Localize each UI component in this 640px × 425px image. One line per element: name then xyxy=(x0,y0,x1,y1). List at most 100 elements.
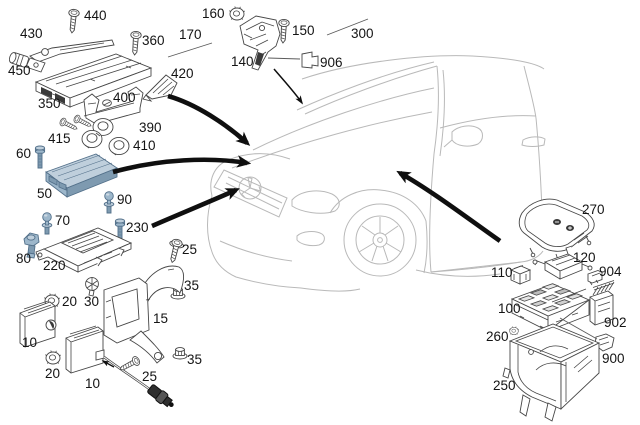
callout-150[interactable]: 150 xyxy=(292,23,315,38)
leader-170 xyxy=(167,42,213,58)
callout-420[interactable]: 420 xyxy=(171,66,194,81)
screw-440-icon xyxy=(66,8,80,34)
clip-900-icon xyxy=(594,333,615,352)
callout-904[interactable]: 904 xyxy=(599,264,622,279)
nut-20b-icon xyxy=(44,350,62,365)
callout-80[interactable]: 80 xyxy=(16,251,32,266)
screw-360-icon xyxy=(128,30,142,56)
car-door-window xyxy=(439,65,537,129)
bolt-60-icon xyxy=(34,145,46,169)
lever-430-icon xyxy=(25,39,115,73)
nut-260-icon xyxy=(508,326,520,335)
callout-450[interactable]: 450 xyxy=(8,63,31,78)
pointer-arrows xyxy=(101,68,502,368)
callout-230[interactable]: 230 xyxy=(126,220,149,235)
car-hood-lines xyxy=(231,87,435,169)
leader-lines xyxy=(167,18,598,340)
hood-latch-140-icon xyxy=(239,15,281,71)
leader-906 xyxy=(267,57,301,60)
car-door-handle xyxy=(521,136,546,147)
callout-415[interactable]: 415 xyxy=(48,131,71,146)
callout-906[interactable]: 906 xyxy=(320,55,343,70)
car-grille xyxy=(213,169,288,218)
part-illustrations xyxy=(8,6,615,422)
callout-360[interactable]: 360 xyxy=(142,33,165,48)
cover-270-icon xyxy=(518,198,595,264)
callout-25b[interactable]: 25 xyxy=(142,369,158,384)
tray-250-icon xyxy=(502,323,601,422)
bushings-410-icon xyxy=(81,118,130,156)
callout-260[interactable]: 260 xyxy=(486,329,509,344)
nut-35b-icon xyxy=(172,347,188,360)
callout-440[interactable]: 440 xyxy=(84,8,107,23)
callout-900[interactable]: 900 xyxy=(602,351,625,366)
callout-390[interactable]: 390 xyxy=(139,120,162,135)
screw-25a-icon xyxy=(166,237,184,265)
car-front-wheel xyxy=(343,203,417,277)
callout-140[interactable]: 140 xyxy=(231,54,254,69)
callout-902[interactable]: 902 xyxy=(604,315,627,330)
callout-60[interactable]: 60 xyxy=(16,146,32,161)
arrow-cable-to-sensor-10 xyxy=(101,360,115,368)
callout-250[interactable]: 250 xyxy=(493,378,516,393)
clip-30-icon xyxy=(85,277,99,297)
ecu-50-icon xyxy=(45,153,118,198)
fusebox-100-icon xyxy=(510,283,591,332)
clip-400-icon xyxy=(102,99,112,107)
callout-110[interactable]: 110 xyxy=(491,265,513,280)
car-illustration xyxy=(207,55,546,292)
callout-160[interactable]: 160 xyxy=(202,6,225,21)
callout-300[interactable]: 300 xyxy=(351,26,374,41)
callout-170[interactable]: 170 xyxy=(179,27,202,42)
callout-10a[interactable]: 10 xyxy=(22,335,38,350)
callout-220[interactable]: 220 xyxy=(43,258,66,273)
callout-430[interactable]: 430 xyxy=(20,26,43,41)
arrow-module-220-to-star xyxy=(151,187,240,229)
callout-15[interactable]: 15 xyxy=(153,311,169,326)
arrow-latch-140-to-hood xyxy=(273,68,303,105)
arrow-bracket-420-to-cowl xyxy=(167,93,251,146)
car-bumper-intake xyxy=(219,240,293,262)
relay-110-icon xyxy=(509,265,532,285)
callout-20b[interactable]: 20 xyxy=(45,366,61,381)
car-fog-light xyxy=(296,231,325,247)
car-wheel-arch xyxy=(329,189,428,274)
leader-300 xyxy=(326,18,369,36)
heatsink-902-icon xyxy=(589,280,615,326)
car-underbody xyxy=(300,250,544,292)
callout-120[interactable]: 120 xyxy=(573,250,596,265)
callout-20a[interactable]: 20 xyxy=(62,294,78,309)
sensor-10a-icon xyxy=(19,300,57,348)
car-bumper xyxy=(207,195,302,289)
relay-120-icon xyxy=(532,245,593,280)
callout-35a[interactable]: 35 xyxy=(184,278,200,293)
callout-50[interactable]: 50 xyxy=(37,186,53,201)
leader-fusebox-to-900 xyxy=(559,317,598,340)
car-a-pillar xyxy=(433,65,445,157)
callout-10b[interactable]: 10 xyxy=(85,376,101,391)
car-roof-line xyxy=(301,55,545,80)
car-windshield-pillar xyxy=(296,61,438,115)
fuse-904-icon xyxy=(587,270,603,286)
callout-70[interactable]: 70 xyxy=(55,213,71,228)
arrow-fusebox-to-engine-bay xyxy=(396,170,502,243)
callout-400[interactable]: 400 xyxy=(113,90,136,105)
sensor-80-icon xyxy=(23,232,40,259)
car-star-emblem xyxy=(238,176,262,200)
callout-410[interactable]: 410 xyxy=(133,138,156,153)
car-mirror xyxy=(443,125,483,148)
callout-90[interactable]: 90 xyxy=(117,192,133,207)
mount-390-icon xyxy=(83,86,144,125)
arrow-ecu-50-to-grille xyxy=(112,155,252,175)
callout-270[interactable]: 270 xyxy=(582,202,605,217)
callout-30[interactable]: 30 xyxy=(84,294,100,309)
clip-906-icon xyxy=(301,51,319,69)
car-headlight xyxy=(291,190,340,214)
grommet-160-icon xyxy=(228,6,246,21)
cable-connector-icon xyxy=(147,384,174,408)
callout-100[interactable]: 100 xyxy=(498,301,521,316)
callout-350[interactable]: 350 xyxy=(38,96,61,111)
callout-35b[interactable]: 35 xyxy=(187,352,203,367)
car-door xyxy=(429,117,544,273)
callout-25a[interactable]: 25 xyxy=(182,242,198,257)
